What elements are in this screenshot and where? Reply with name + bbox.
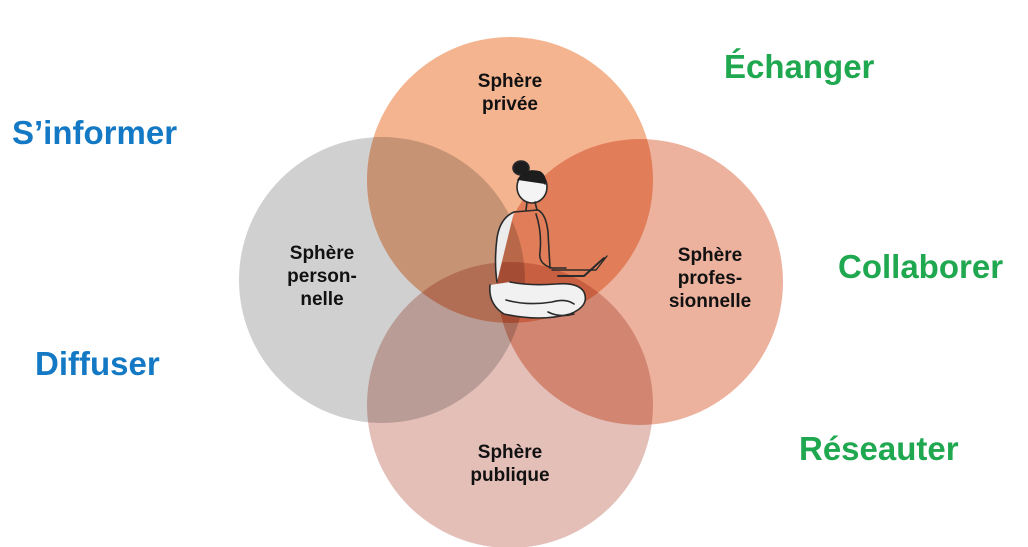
person-with-laptop-icon [488, 160, 608, 319]
verb-diffuser: Diffuser [35, 345, 160, 382]
verb-echanger: Échanger [724, 48, 875, 85]
sphere-public-label: Sphère publique [470, 442, 550, 486]
sphere-private-label: Sphère privée [477, 71, 543, 115]
verb-collaborer: Collaborer [838, 248, 1004, 285]
sphere-public-circle [367, 262, 653, 547]
sphere-professional-label: Sphère profes- sionnelle [668, 245, 752, 312]
verb-reseauter: Réseauter [799, 430, 959, 467]
verb-sinformer: S’informer [12, 114, 178, 151]
sphere-personal-label: Sphère person- nelle [287, 243, 357, 310]
